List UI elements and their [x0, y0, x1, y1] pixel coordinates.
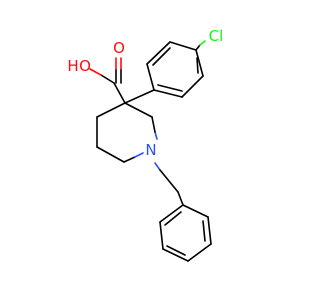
bond-ph-inner-1: [202, 220, 206, 242]
bond-n-ch2-n: [154, 162, 161, 171]
bond-ch2-ph: [177, 191, 184, 206]
chlorophenyl-group: [124, 40, 206, 104]
piperidine-ring: [96, 102, 158, 163]
bond-ar-3: [169, 41, 197, 51]
bond-c-oh-o: [89, 68, 102, 76]
bond-n-c2-n: [154, 131, 158, 140]
bond-ar-inner-2: [196, 57, 199, 74]
bond-ar-inner-1: [152, 47, 171, 66]
bond-c6-n-n: [134, 152, 144, 158]
bond-c2-c3: [124, 102, 153, 118]
carboxyl-group: [89, 57, 126, 104]
molecule-structure: H O O N Cl: [0, 0, 300, 300]
bond-ph-1: [182, 204, 209, 218]
bond-ph-inner-3: [164, 211, 182, 226]
bond-ph-3: [187, 243, 212, 262]
bond-c3-c4: [96, 102, 126, 118]
atom-label-chlorine: Cl: [209, 27, 224, 45]
bond-ph-5: [159, 221, 164, 250]
bond-ar-2: [146, 41, 171, 65]
atom-label-hydroxyl-o: O: [79, 57, 91, 75]
background: [0, 0, 300, 300]
bond-ar-cl: [195, 44, 201, 51]
bond-ph-6: [159, 204, 184, 223]
bond-c6-n: [123, 156, 136, 163]
bond-n-c2: [151, 116, 156, 133]
benzyl-group: [154, 162, 212, 262]
bond-c3-cooh: [113, 82, 126, 104]
bond-c5-c6: [96, 146, 125, 163]
bond-c-oh: [100, 74, 115, 84]
bond-ar-5: [181, 75, 204, 98]
bond-ar-inner-3: [157, 84, 183, 92]
atom-label-hydroxyl-h: H: [67, 57, 78, 75]
atom-label-carbonyl-o: O: [113, 39, 125, 57]
bond-ph-4: [162, 248, 189, 262]
bond-ar-cl-cl: [199, 40, 206, 46]
bond-ar-1: [146, 63, 155, 91]
bond-ph-2: [207, 216, 212, 245]
bond-ph-inner-2: [166, 245, 186, 256]
atom-label-ring-n: N: [145, 141, 156, 159]
bond-c3-aryl: [124, 89, 155, 104]
bond-ar-6: [153, 89, 183, 98]
bond-n-ch2: [159, 169, 179, 193]
bond-ar-4: [195, 49, 204, 77]
